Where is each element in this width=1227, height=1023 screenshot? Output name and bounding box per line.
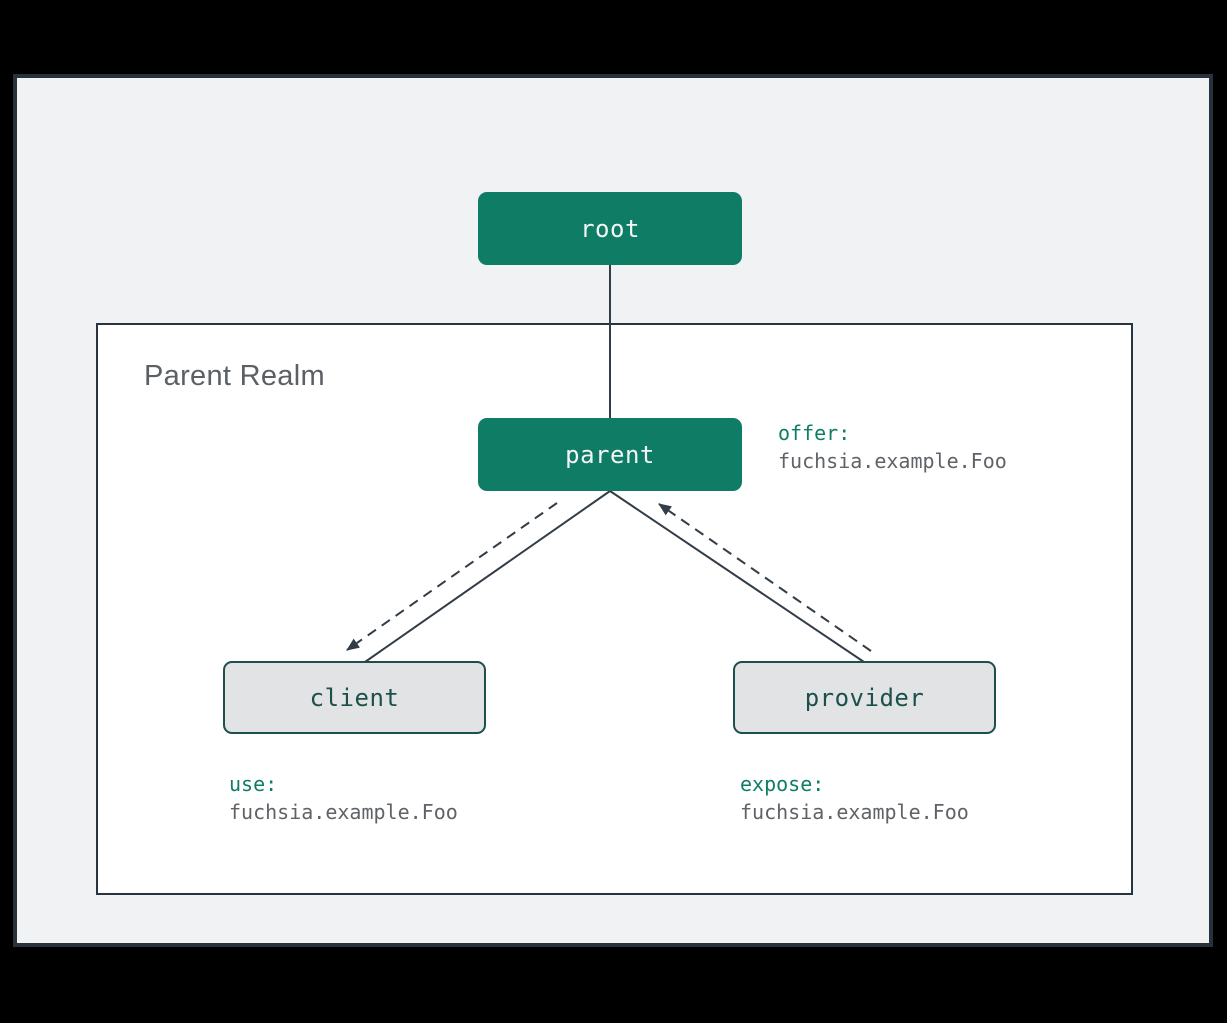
annotation-expose: expose: fuchsia.example.Foo (740, 770, 969, 826)
node-client: client (223, 661, 486, 734)
annotation-offer-value: fuchsia.example.Foo (778, 449, 1007, 473)
annotation-use-keyword: use: (229, 772, 278, 796)
node-provider: provider (733, 661, 996, 734)
annotation-offer: offer: fuchsia.example.Foo (778, 419, 1007, 475)
node-root-label: root (580, 214, 640, 243)
node-parent: parent (478, 418, 742, 491)
annotation-expose-value: fuchsia.example.Foo (740, 800, 969, 824)
node-parent-label: parent (565, 440, 655, 469)
annotation-offer-keyword: offer: (778, 421, 851, 445)
node-root: root (478, 192, 742, 265)
node-provider-label: provider (804, 683, 925, 712)
node-client-label: client (309, 683, 400, 712)
parent-realm-title: Parent Realm (144, 360, 325, 392)
annotation-use-value: fuchsia.example.Foo (229, 800, 458, 824)
annotation-use: use: fuchsia.example.Foo (229, 770, 458, 826)
annotation-expose-keyword: expose: (740, 772, 825, 796)
